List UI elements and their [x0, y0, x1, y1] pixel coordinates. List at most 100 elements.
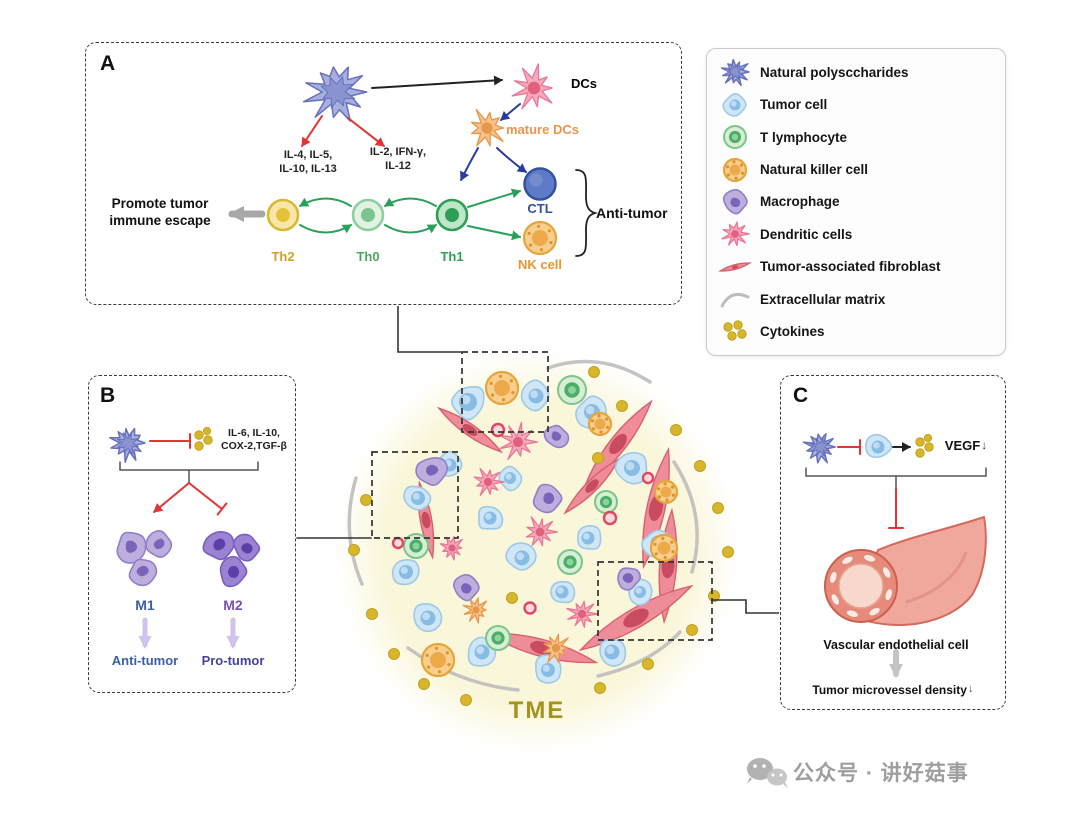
small-vessel-cell: [490, 422, 506, 438]
t-lymphocyte-cell: [557, 375, 587, 405]
cytokines-b-label: IL-6, IL-10, COX-2,TGF-β: [221, 427, 287, 453]
polysaccharide-icon: [717, 57, 753, 87]
legend-item-label: Dendritic cells: [760, 226, 853, 242]
cytokine-dot: [194, 430, 204, 440]
promote-escape-label: Promote tumor immune escape: [109, 196, 211, 228]
cytokine-dot: [915, 437, 925, 447]
nk-cell: [587, 411, 613, 437]
m1-label: M1: [135, 597, 155, 613]
cytokine-dot: [722, 546, 734, 558]
th-cell: [266, 198, 300, 232]
dendritic-cell: [543, 633, 569, 664]
macrophage-cell: [452, 574, 480, 602]
ctl-cell: [523, 167, 557, 201]
th-cell: [435, 198, 469, 232]
ecm-strand: [596, 630, 682, 678]
fibroblast-cell: [436, 406, 504, 454]
legend-item-ecm: Extracellular matrix: [717, 284, 995, 314]
wechat-icon: [747, 758, 788, 788]
dcs-label: DCs: [570, 76, 597, 91]
tme-focus-top: [461, 351, 549, 433]
legend-item-cytokines: Cytokines: [717, 317, 995, 347]
cytokine-dot: [203, 435, 213, 445]
connector-tme-c: [712, 599, 779, 614]
tumor-cell: [599, 639, 627, 667]
nk-cell-icon: [717, 155, 753, 185]
small-vessel-cell: [523, 601, 537, 615]
macrophage-cell: [532, 483, 563, 514]
vegf-down-arrow: ↓: [981, 438, 988, 452]
nk-cell-label: NK cell: [517, 257, 563, 272]
tme-label: TME: [508, 697, 566, 724]
nk-cell: [722, 157, 748, 182]
panel-a-label: A: [100, 52, 116, 75]
dendritic-cell: [511, 63, 553, 110]
tumor-cell: [505, 542, 537, 571]
nk-cell: [420, 642, 456, 678]
cytokine-dot: [348, 544, 360, 556]
cytokine-dot: [670, 424, 682, 436]
tumor-cell: [451, 385, 485, 421]
dendritic-cell-icon: [717, 219, 753, 249]
cytokine-dot: [194, 441, 204, 451]
polysaccharide-star: [302, 66, 368, 122]
cytokine-dot: [924, 442, 934, 452]
legend-item-label: Macrophage: [760, 194, 840, 210]
t-lymphocyte-cell: [723, 125, 747, 150]
ctl-label: CTL: [527, 201, 553, 216]
legend-item-label: Natural killer cell: [760, 162, 869, 178]
t-lymphocyte-cell: [594, 490, 618, 514]
polysaccharide-star: [720, 59, 750, 87]
cytokine-dot: [388, 648, 400, 660]
cytokine-dot: [588, 366, 600, 378]
macrophage-cell: [415, 457, 448, 486]
ecm-strand: [672, 460, 699, 574]
cytokine-dot: [360, 494, 372, 506]
macrophage-cell: [116, 531, 147, 564]
polysaccharide-star: [109, 427, 146, 463]
cytokine-dot: [616, 400, 628, 412]
nk-cell: [522, 220, 558, 256]
watermark-text: 公众号 · 讲好菇事: [793, 762, 969, 785]
cytokine-dot: [733, 320, 743, 330]
cytokine-dot: [460, 694, 472, 706]
legend-item-macrophage: Macrophage: [717, 187, 995, 217]
panel-b-border: [88, 375, 296, 693]
cytokine-dot: [642, 658, 654, 670]
macrophage-cell: [722, 189, 748, 215]
tumor-cell: [722, 92, 747, 117]
tumor-cell: [550, 580, 576, 604]
cytokine-dot: [686, 624, 698, 636]
tumor-cell: [391, 559, 420, 586]
legend-item-label: Tumor-associated fibroblast: [760, 259, 941, 275]
fibroblast-cell: [578, 584, 694, 652]
tumor-cell: [403, 485, 432, 511]
microvessel-row: Tumor microvessel density ↓: [782, 683, 1004, 697]
small-vessel-cell: [391, 536, 405, 550]
panel-c-border: [780, 375, 1006, 710]
vegf-label: VEGF: [944, 438, 981, 453]
macrophage-cell: [145, 530, 173, 558]
macrophage-cell: [128, 558, 158, 587]
nk-cell: [649, 533, 679, 563]
tumor-cell: [864, 433, 893, 459]
legend-item-label: Cytokines: [760, 324, 825, 340]
cytokine-dot: [366, 608, 378, 620]
cytokines-il4-label: IL-4, IL-5, IL-10, IL-13: [279, 149, 337, 175]
mature-dcs-label: mature DCs: [506, 122, 579, 137]
cytokines-il2-label: IL-2, IFN-γ, IL-12: [369, 146, 427, 172]
ecm-strand: [347, 476, 364, 586]
legend-item-fibroblast: Tumor-associated fibroblast: [717, 252, 995, 282]
t-lymphocyte-cell: [485, 625, 511, 651]
dendritic-cell: [498, 421, 539, 460]
t-lymphocyte-cell: [557, 549, 583, 575]
macrophage-cell: [202, 531, 235, 561]
dendritic-cell: [462, 597, 488, 624]
legend-item-polysaccharides: Natural polysccharides: [717, 57, 995, 87]
small-vessel-cell: [602, 510, 618, 526]
dendritic-cell: [721, 221, 750, 247]
tme-focus-left: [371, 451, 459, 539]
tumor-cell: [413, 603, 443, 633]
th1-label: Th1: [440, 249, 464, 264]
